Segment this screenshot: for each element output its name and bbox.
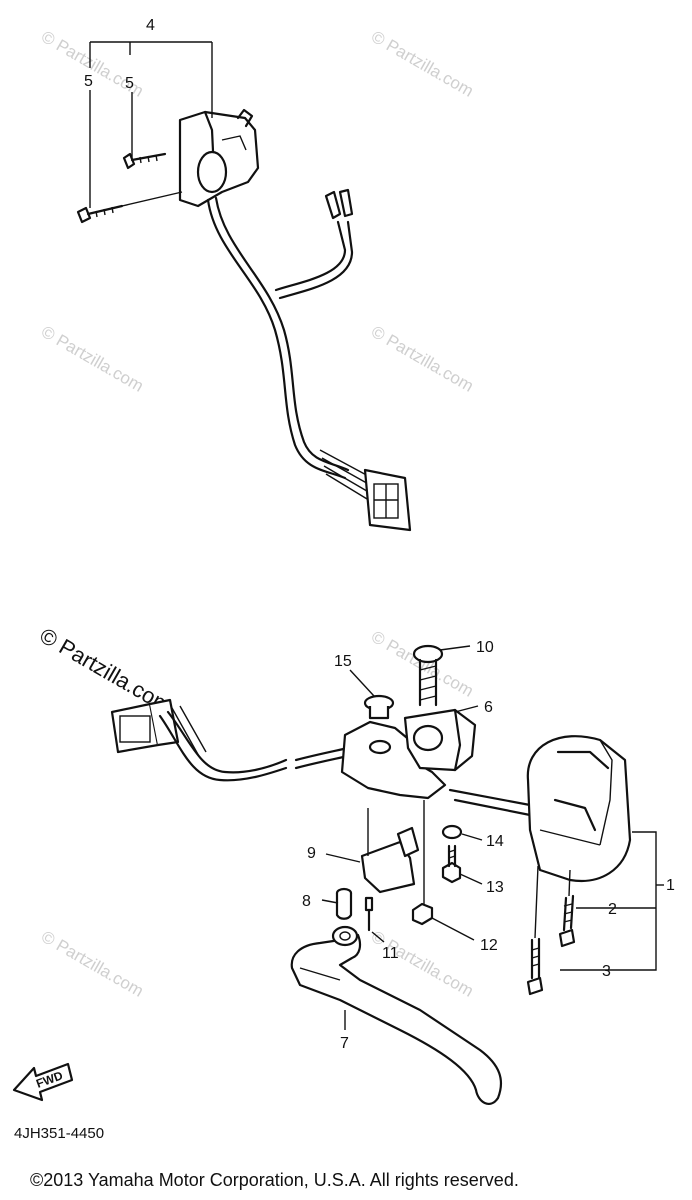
label-10: 10 <box>476 639 494 656</box>
part-code: 4JH351-4450 <box>14 1125 104 1142</box>
fwd-arrow-icon: FWD <box>12 1062 74 1102</box>
watermark: © Partzilla.com <box>38 322 147 396</box>
label-13: 13 <box>486 879 504 896</box>
label-15: 15 <box>334 653 352 670</box>
watermark: © Partzilla.com <box>368 322 477 396</box>
label-1: 1 <box>666 877 675 894</box>
watermark: © Partzilla.com <box>38 927 147 1001</box>
label-4: 4 <box>146 17 155 34</box>
label-6: 6 <box>484 699 493 716</box>
label-5a: 5 <box>84 73 93 90</box>
watermark: © Partzilla.com <box>368 927 477 1001</box>
left-handlebar-switch <box>76 108 412 532</box>
watermarks: © Partzilla.com © Partzilla.com © Partzi… <box>36 27 477 1001</box>
label-8: 8 <box>302 893 311 910</box>
label-9: 9 <box>307 845 316 862</box>
leaders-bottom: 10 15 6 9 14 13 8 11 12 1 2 3 7 <box>302 639 675 1052</box>
watermark: © Partzilla.com <box>368 27 477 101</box>
label-2: 2 <box>608 901 617 918</box>
label-11: 11 <box>382 945 399 962</box>
copyright-text: ©2013 Yamaha Motor Corporation, U.S.A. A… <box>30 1170 519 1190</box>
label-7: 7 <box>340 1035 349 1052</box>
label-14: 14 <box>486 833 504 850</box>
label-5b: 5 <box>125 75 134 92</box>
leaders-top: 4 5 5 <box>84 17 213 208</box>
label-3: 3 <box>602 963 611 980</box>
clutch-lever-assembly <box>110 644 632 1105</box>
label-12: 12 <box>480 937 498 954</box>
